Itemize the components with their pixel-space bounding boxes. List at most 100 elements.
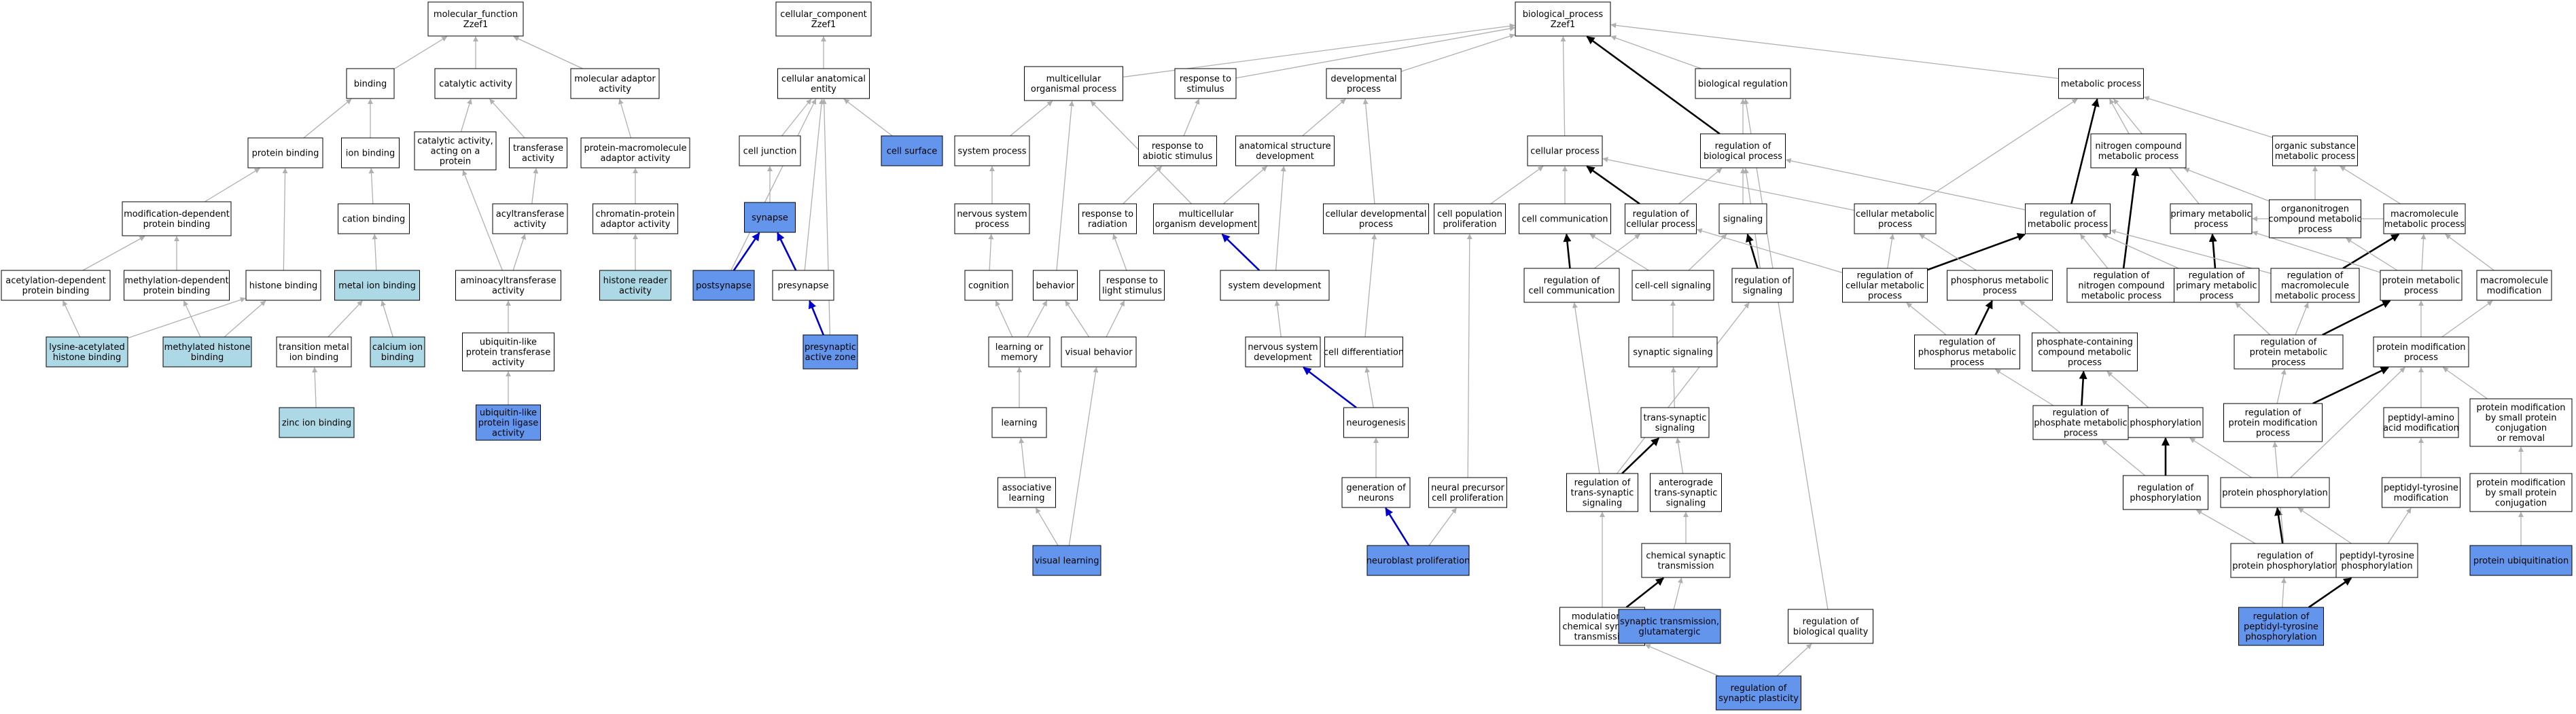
go-node-visbeh[interactable]: visual behavior bbox=[1061, 336, 1137, 368]
go-node-cellcomm[interactable]: cell communication bbox=[1519, 203, 1611, 234]
go-node-protbind[interactable]: protein binding bbox=[247, 137, 323, 168]
go-node-synsig[interactable]: synaptic signaling bbox=[1628, 336, 1718, 368]
go-node-cation[interactable]: cation binding bbox=[338, 203, 410, 234]
go-node-celljunc[interactable]: cell junction bbox=[739, 135, 801, 166]
go-node-synapse[interactable]: synapse bbox=[744, 202, 796, 233]
go-node-cellproc[interactable]: cellular process bbox=[1527, 135, 1603, 166]
go-node-phosphoryl[interactable]: phosphorylation bbox=[2128, 407, 2204, 438]
go-node-synglut[interactable]: synaptic transmission,glutamatergic bbox=[1618, 609, 1721, 644]
go-node-neuroblast[interactable]: neuroblast proliferation bbox=[1366, 545, 1470, 576]
go-node-metalion[interactable]: metal ion binding bbox=[334, 270, 420, 301]
go-node-regpepttyr[interactable]: regulation ofpeptidyl-tyrosinephosphoryl… bbox=[2238, 607, 2324, 646]
go-node-metproc[interactable]: metabolic process bbox=[2058, 68, 2144, 99]
go-node-bioreg[interactable]: biological regulation bbox=[1695, 68, 1791, 99]
go-node-neurogen[interactable]: neurogenesis bbox=[1343, 407, 1409, 438]
go-node-sysdev[interactable]: system development bbox=[1220, 270, 1330, 301]
go-node-ionbind[interactable]: ion binding bbox=[341, 137, 400, 168]
go-node-histbind[interactable]: histone binding bbox=[245, 270, 321, 301]
go-node-learning[interactable]: learning bbox=[991, 407, 1047, 438]
go-node-binding[interactable]: binding bbox=[346, 68, 395, 99]
go-node-cellcell[interactable]: cell-cell signaling bbox=[1631, 270, 1714, 301]
go-node-catact[interactable]: catalytic activity bbox=[434, 68, 517, 99]
go-node-sysproc[interactable]: system process bbox=[954, 135, 1030, 166]
go-node-celldiff[interactable]: cell differentiation bbox=[1324, 336, 1404, 368]
go-node-presyn[interactable]: presynapse bbox=[772, 270, 834, 301]
go-node-signaling[interactable]: signaling bbox=[1718, 203, 1767, 234]
go-node-vislearn[interactable]: visual learning bbox=[1032, 545, 1101, 576]
go-node-cellsurf[interactable]: cell surface bbox=[881, 135, 943, 166]
go-node-behavior[interactable]: behavior bbox=[1033, 270, 1078, 301]
